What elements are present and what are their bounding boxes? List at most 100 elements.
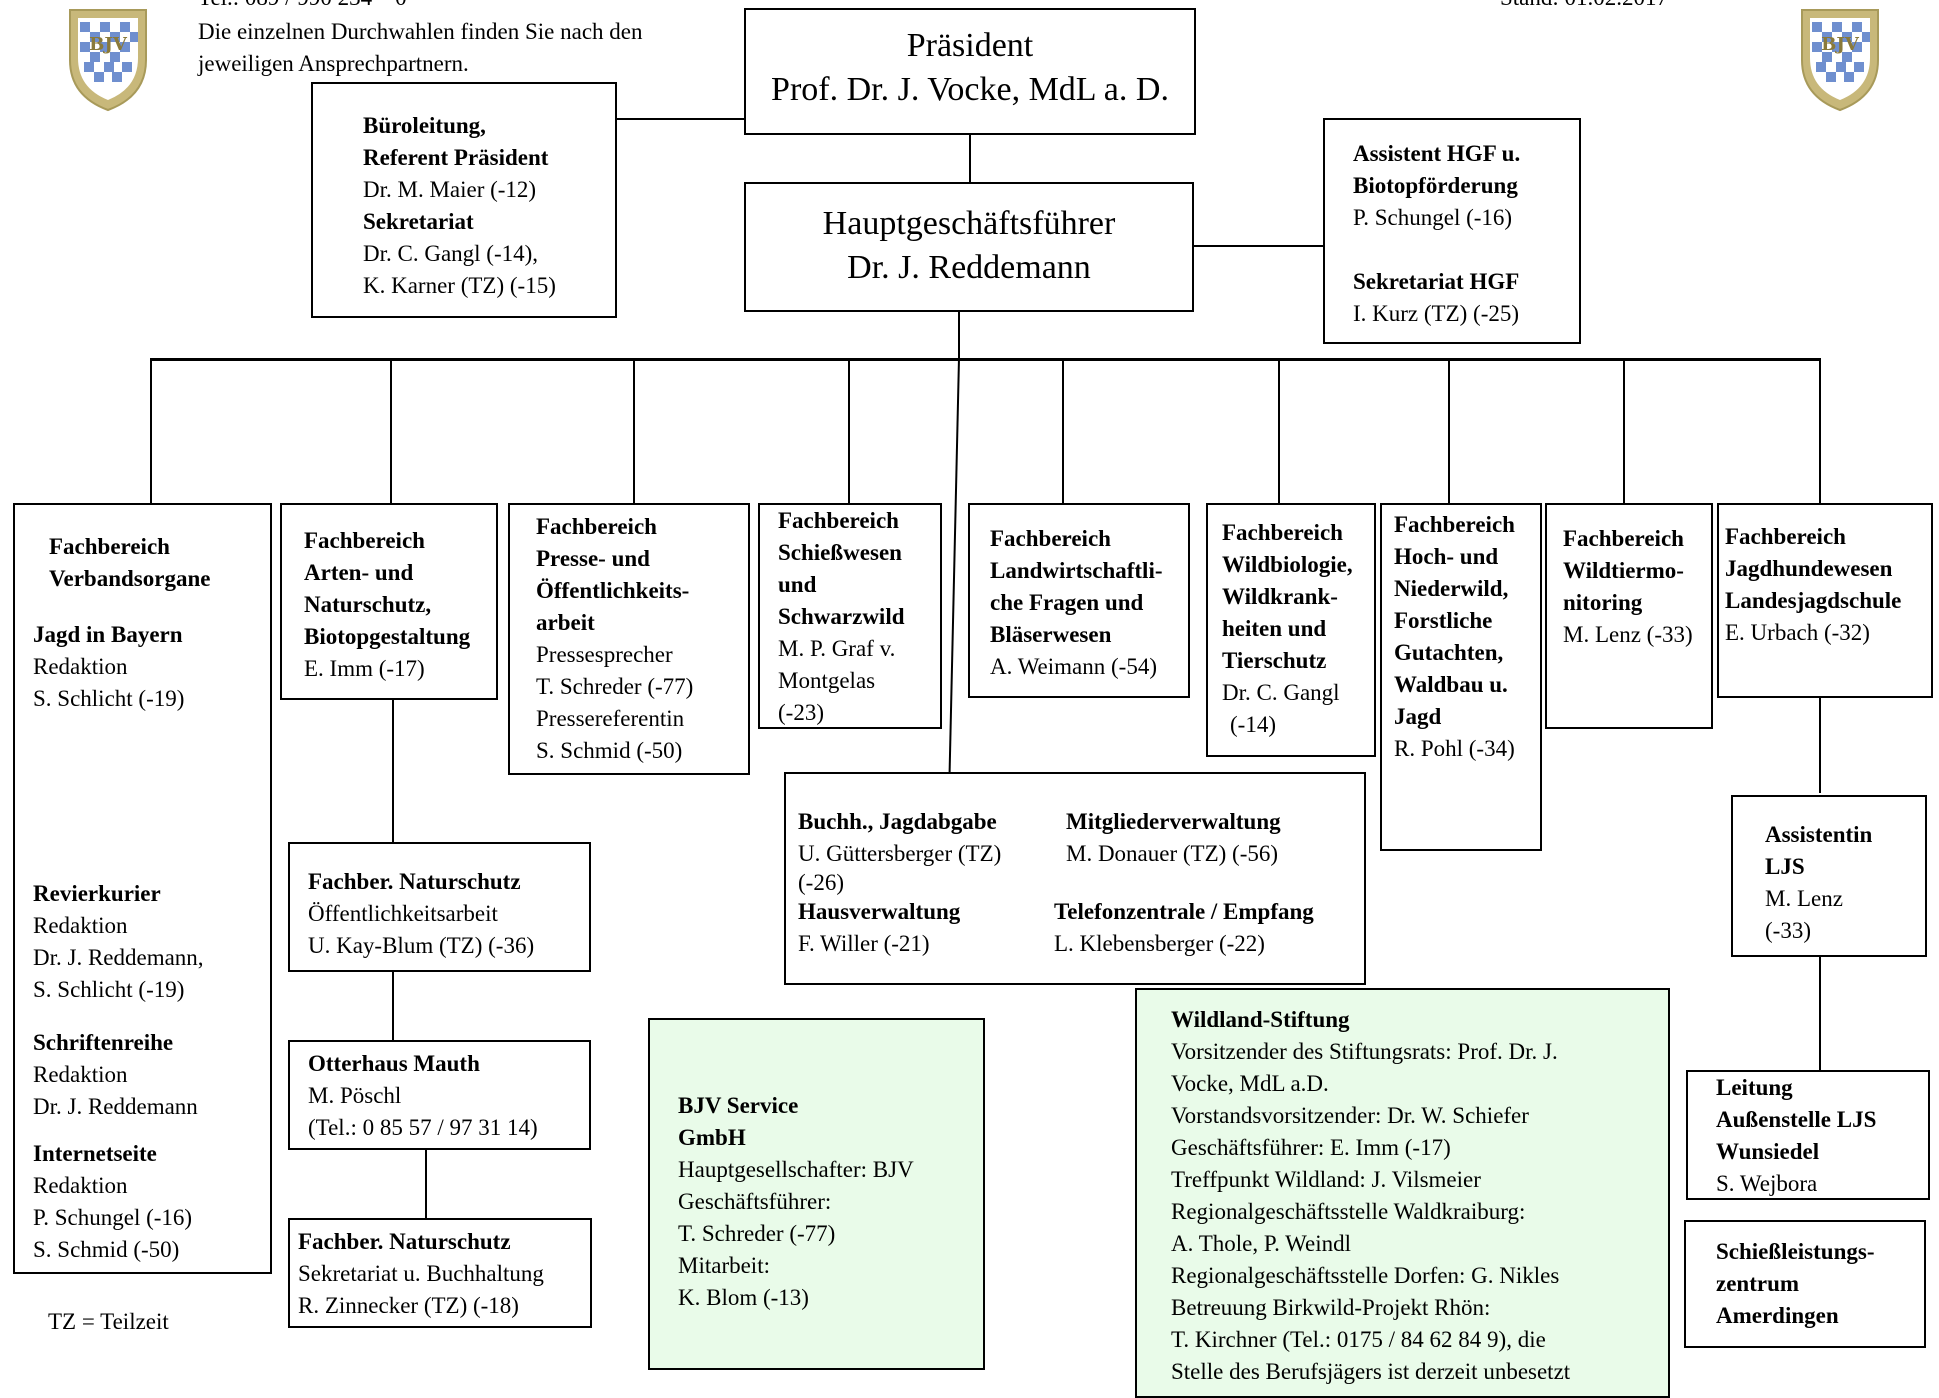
otterhaus-heading: Otterhaus Mauth (308, 1051, 480, 1076)
wunsiedel-heading: Außenstelle LJS (1716, 1107, 1877, 1132)
hgf-name: Dr. J. Reddemann (847, 249, 1091, 286)
amerdingen-heading: Amerdingen (1716, 1303, 1839, 1328)
bjv-service-gmbh-box: BJV Service GmbH Hauptgesellschafter: BJ… (648, 1018, 985, 1370)
schiess-heading: Schießwesen (778, 540, 902, 565)
naturschutz-oa-heading: Fachber. Naturschutz (308, 869, 521, 894)
landwirt-heading: Landwirtschaftli- (990, 558, 1163, 583)
naturschutz-sek-heading: Fachber. Naturschutz (298, 1229, 511, 1254)
naturschutz-sek-role: Sekretariat u. Buchhaltung (298, 1261, 544, 1286)
assistentin-heading: Assistentin (1765, 822, 1873, 847)
arten-naturschutz-box: Fachbereich Arten- und Naturschutz, Biot… (280, 503, 498, 700)
wildland-heading: Wildland-Stiftung (1171, 1007, 1350, 1032)
wildland-stiftung-box: Wildland-Stiftung Vorsitzender des Stift… (1135, 988, 1670, 1398)
redaktion-person: Dr. J. Reddemann, (33, 945, 204, 970)
naturschutz-oa-role: Öffentlichkeitsarbeit (308, 901, 498, 926)
connector-line (958, 310, 960, 360)
connector-line (1448, 358, 1450, 504)
sekretariat-person: K. Karner (TZ) (-15) (363, 273, 556, 298)
assistentin-person: M. Lenz (1765, 886, 1843, 911)
service-line: Hauptgesellschafter: BJV (678, 1157, 914, 1182)
connector-line (1062, 358, 1064, 504)
hochwild-heading: Jagd (1394, 704, 1442, 729)
hochwild-heading: Gutachten, (1394, 640, 1504, 665)
naturschutz-sek-person: R. Zinnecker (TZ) (-18) (298, 1293, 519, 1318)
schiess-heading: Schwarzwild (778, 604, 905, 629)
hgf-box: Hauptgeschäftsführer Dr. J. Reddemann (744, 182, 1194, 312)
wildbio-heading: Wildbiologie, (1222, 552, 1353, 577)
jagd-in-bayern-heading: Jagd in Bayern (33, 622, 183, 647)
redaktion-label: Redaktion (33, 1173, 128, 1198)
president-name: Prof. Dr. J. Vocke, MdL a. D. (771, 71, 1169, 108)
presse-heading: Öffentlichkeits- (536, 578, 690, 603)
redaktion-person: Dr. J. Reddemann (33, 1094, 198, 1119)
hochwild-heading: Waldbau u. (1394, 672, 1508, 697)
jagdhunde-person: E. Urbach (-32) (1725, 620, 1870, 645)
header-note-line2: jeweiligen Ansprechpartnern. (198, 51, 469, 76)
wildtiermonitoring-box: Fachbereich Wildtiermo- nitoring M. Lenz… (1545, 503, 1713, 729)
bueroleitung-person: Dr. M. Maier (-12) (363, 177, 537, 202)
arten-heading: Fachbereich (304, 528, 425, 553)
landwirt-person: A. Weimann (-54) (990, 654, 1157, 679)
connector-line (150, 358, 152, 504)
hochwild-heading: Forstliche (1394, 608, 1493, 633)
assistent-heading: Biotopförderung (1353, 173, 1518, 198)
redaktion-person: S. Schlicht (-19) (33, 686, 185, 711)
bjv-logo-left: BJV (69, 9, 147, 112)
landwirtschaft-box: Fachbereich Landwirtschaftli- che Fragen… (968, 503, 1190, 698)
bueroleitung-heading: Büroleitung, (363, 113, 486, 138)
redaktion-person: S. Schmid (-50) (33, 1237, 180, 1262)
schiess-person: (-23) (778, 700, 824, 725)
schiess-person: M. P. Graf v. (778, 636, 896, 661)
schriftenreihe-heading: Schriftenreihe (33, 1030, 174, 1055)
hochwild-person: R. Pohl (-34) (1394, 736, 1515, 761)
header-stand: Stand: 01.02.2017 (1500, 0, 1668, 14)
sekretariat-heading: Sekretariat (363, 209, 474, 234)
connector-line (150, 358, 1820, 361)
hausverwaltung-heading: Hausverwaltung (798, 899, 961, 924)
jagdhunde-heading: Landesjagdschule (1725, 588, 1902, 613)
monitoring-heading: Fachbereich (1563, 526, 1684, 551)
arten-heading: Arten- und (304, 560, 414, 585)
naturschutz-sekretariat-box: Fachber. Naturschutz Sekretariat u. Buch… (288, 1218, 592, 1328)
telefonzentrale-heading: Telefonzentrale / Empfang (1054, 899, 1314, 924)
header-tel: Tel.: 089 / 990 234 – 0 (198, 0, 407, 14)
wildland-line: Betreuung Birkwild-Projekt Rhön: (1171, 1295, 1491, 1320)
wildland-line: Vorstandsvorsitzender: Dr. W. Schiefer (1171, 1103, 1529, 1128)
wildbio-person: Dr. C. Gangl (1222, 680, 1340, 705)
connector-line (633, 358, 635, 504)
svg-text:BJV: BJV (1821, 34, 1860, 55)
naturschutz-oeffentlichkeitsarbeit-box: Fachber. Naturschutz Öffentlichkeitsarbe… (288, 842, 591, 972)
buchhaltung-person: U. Güttersberger (TZ) (798, 841, 1002, 866)
hochwild-heading: Niederwild, (1394, 576, 1509, 601)
wildbio-heading: Wildkrank- (1222, 584, 1338, 609)
redaktion-person: P. Schungel (-16) (33, 1205, 193, 1230)
telefonzentrale-person: L. Klebensberger (-22) (1054, 931, 1265, 956)
bueroleitung-heading: Referent Präsident (363, 145, 549, 170)
footnote-teilzeit: TZ = Teilzeit (48, 1309, 169, 1334)
revierkurier-heading: Revierkurier (33, 881, 161, 906)
wildbio-heading: Fachbereich (1222, 520, 1343, 545)
buchhaltung-person: (-26) (798, 870, 844, 895)
arten-person: E. Imm (-17) (304, 656, 425, 681)
redaktion-label: Redaktion (33, 1062, 128, 1087)
assistentin-ljs-box: Assistentin LJS M. Lenz (-33) (1731, 795, 1927, 957)
landwirt-heading: Fachbereich (990, 526, 1111, 551)
mitgliederverwaltung-heading: Mitgliederverwaltung (1066, 809, 1281, 834)
wildbio-heading: heiten und (1222, 616, 1327, 641)
schiess-person: Montgelas (778, 668, 876, 693)
redaktion-person: S. Schlicht (-19) (33, 977, 185, 1002)
arten-heading: Biotopgestaltung (304, 624, 471, 649)
wildland-line: Treffpunkt Wildland: J. Vilsmeier (1171, 1167, 1481, 1192)
service-line: K. Blom (-13) (678, 1285, 809, 1310)
verwaltung-box: Buchh., Jagdabgabe U. Güttersberger (TZ)… (784, 772, 1366, 985)
connector-line (425, 1148, 427, 1220)
sekretariat-hgf-heading: Sekretariat HGF (1353, 269, 1520, 294)
svg-text:BJV: BJV (89, 34, 128, 55)
connector-line (969, 134, 971, 184)
redaktion-label: Redaktion (33, 654, 128, 679)
hausverwaltung-person: F. Willer (-21) (798, 931, 930, 956)
connector-line (848, 358, 850, 504)
jagdhunde-heading: Fachbereich (1725, 524, 1846, 549)
landwirt-heading: che Fragen und (990, 590, 1144, 615)
otterhaus-box: Otterhaus Mauth M. Pöschl (Tel.: 0 85 57… (288, 1040, 591, 1150)
